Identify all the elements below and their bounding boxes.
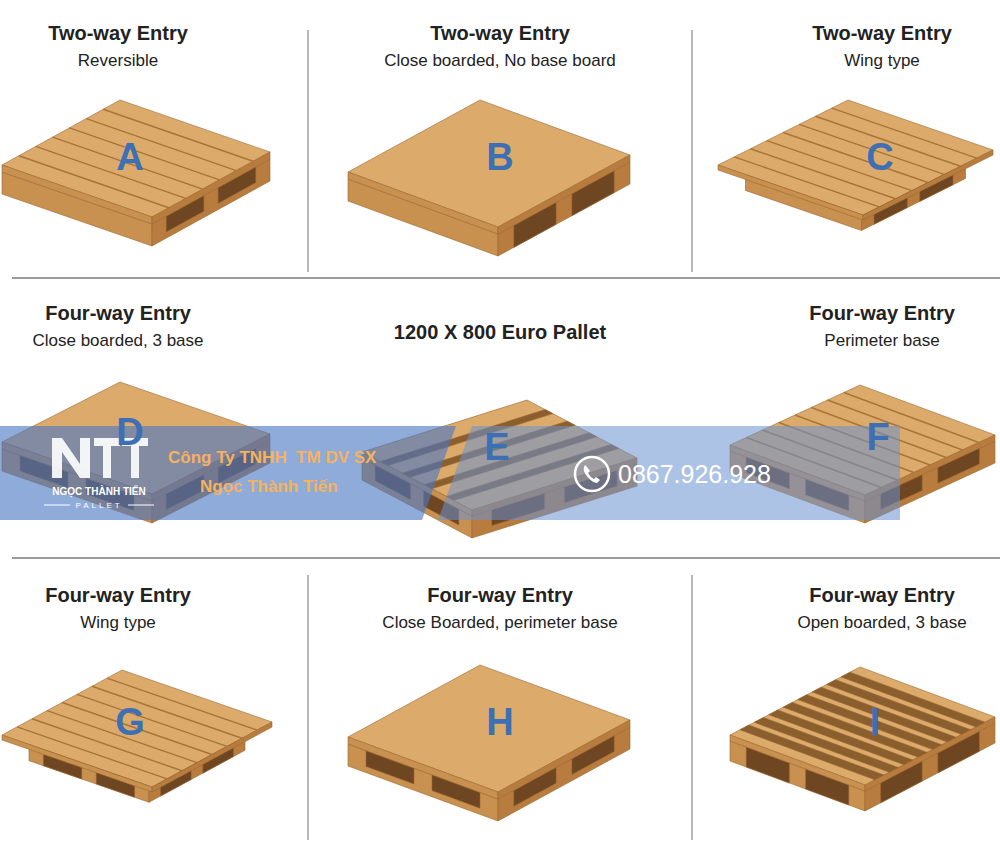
pallet-deck xyxy=(348,665,630,792)
pallet-deck-edge xyxy=(2,735,152,792)
pallet-letter: I xyxy=(870,701,881,744)
divider-line xyxy=(12,277,1000,279)
logo-rule xyxy=(44,505,70,506)
pallet-cell: Two-way EntryClose boarded, No base boar… xyxy=(308,0,692,278)
pallet-cell: Four-way EntryPerimeter baseF xyxy=(692,278,1000,558)
entry-heading: 1200 X 800 Euro Pallet xyxy=(394,321,606,344)
divider-line xyxy=(691,575,692,840)
pallet-deck-edge xyxy=(152,722,272,792)
pallet-deck-edge xyxy=(348,172,498,234)
watermark-text: NGỌC THÀNH TIẾN xyxy=(52,486,145,497)
logo-mark xyxy=(52,438,90,478)
divider-line xyxy=(307,30,308,272)
pallet-deck xyxy=(730,667,995,785)
pallet-deck xyxy=(348,100,630,227)
slat-line xyxy=(32,719,182,771)
pallet-subtitle: Wing type xyxy=(844,51,920,71)
entry-heading: Two-way Entry xyxy=(430,22,570,45)
pallet-cell: Two-way EntryReversibleA xyxy=(0,0,308,278)
slat-line xyxy=(86,119,236,171)
slat-line xyxy=(69,128,219,180)
entry-heading: Four-way Entry xyxy=(45,584,191,607)
entry-heading: Four-way Entry xyxy=(809,584,955,607)
entry-heading: Four-way Entry xyxy=(45,302,191,325)
pallet-subtitle: Wing type xyxy=(80,613,156,633)
slat-gap xyxy=(827,680,971,735)
divider-line xyxy=(691,30,692,272)
watermark-band-right xyxy=(438,426,900,520)
watermark-text: Công Ty TNHH TM DV SX xyxy=(168,448,376,468)
pallet-deck-edge xyxy=(498,720,630,799)
pallet-deck xyxy=(2,100,270,217)
phone-icon xyxy=(575,457,609,491)
slat-line xyxy=(734,157,879,207)
slat-line xyxy=(832,108,977,158)
watermark-band-left xyxy=(0,426,456,520)
pallet-letter: E xyxy=(484,426,509,469)
pallet-subtitle: Perimeter base xyxy=(824,331,939,351)
logo-rule xyxy=(128,505,154,506)
pallet-deck-edge xyxy=(348,737,498,799)
pallet-cell: Four-way EntryOpen boarded, 3 baseI xyxy=(692,558,1000,858)
pallet-subtitle: Open boarded, 3 base xyxy=(797,613,966,633)
pallet-letter: F xyxy=(866,416,889,459)
divider-line xyxy=(12,557,1000,559)
slat-gap xyxy=(812,687,956,742)
entry-heading: Two-way Entry xyxy=(812,22,952,45)
slat-line xyxy=(92,686,242,738)
entry-heading: Four-way Entry xyxy=(427,584,573,607)
divider-line xyxy=(307,575,308,840)
slat-line xyxy=(19,156,169,208)
pallet-cell: Four-way EntryClose boarded, 3 baseD xyxy=(0,278,308,558)
slat-line xyxy=(77,694,227,746)
pallet-letter: A xyxy=(116,136,143,179)
pallet-subtitle: Close boarded, 3 base xyxy=(32,331,203,351)
watermark-text: PALLET xyxy=(75,501,122,510)
pallet-cell: Two-way EntryWing typeC xyxy=(692,0,1000,278)
slat-gap xyxy=(841,672,985,727)
pallet-cell: Four-way EntryWing typeG xyxy=(0,558,308,858)
pallet-subtitle: Close Boarded, perimeter base xyxy=(382,613,617,633)
phone-icon xyxy=(584,465,600,483)
pallet-deck-edge xyxy=(498,155,630,234)
entry-heading: Four-way Entry xyxy=(809,302,955,325)
pallet-letter: G xyxy=(115,701,145,744)
slat-line xyxy=(36,146,186,198)
pallet-cell: 1200 X 800 Euro PalletE xyxy=(308,278,692,558)
pallet-deck xyxy=(2,670,272,787)
slat-line xyxy=(783,133,928,183)
entry-heading: Two-way Entry xyxy=(48,22,188,45)
pallet-subtitle: Reversible xyxy=(78,51,158,71)
pallet-letter: H xyxy=(486,701,513,744)
pallet-deck xyxy=(718,100,993,215)
watermark-text: 0867.926.928 xyxy=(618,460,771,489)
pallet-deck-edge xyxy=(718,165,863,220)
pallet-letter: B xyxy=(486,136,513,179)
pallet-cell: Four-way EntryClose Boarded, perimeter b… xyxy=(308,558,692,858)
pallet-subtitle: Close boarded, No base board xyxy=(384,51,616,71)
logo-mark xyxy=(94,438,120,478)
pallet-letter: D xyxy=(116,411,143,454)
pallet-letter: C xyxy=(866,136,893,179)
watermark-text: Ngọc Thành Tiến xyxy=(200,477,338,497)
